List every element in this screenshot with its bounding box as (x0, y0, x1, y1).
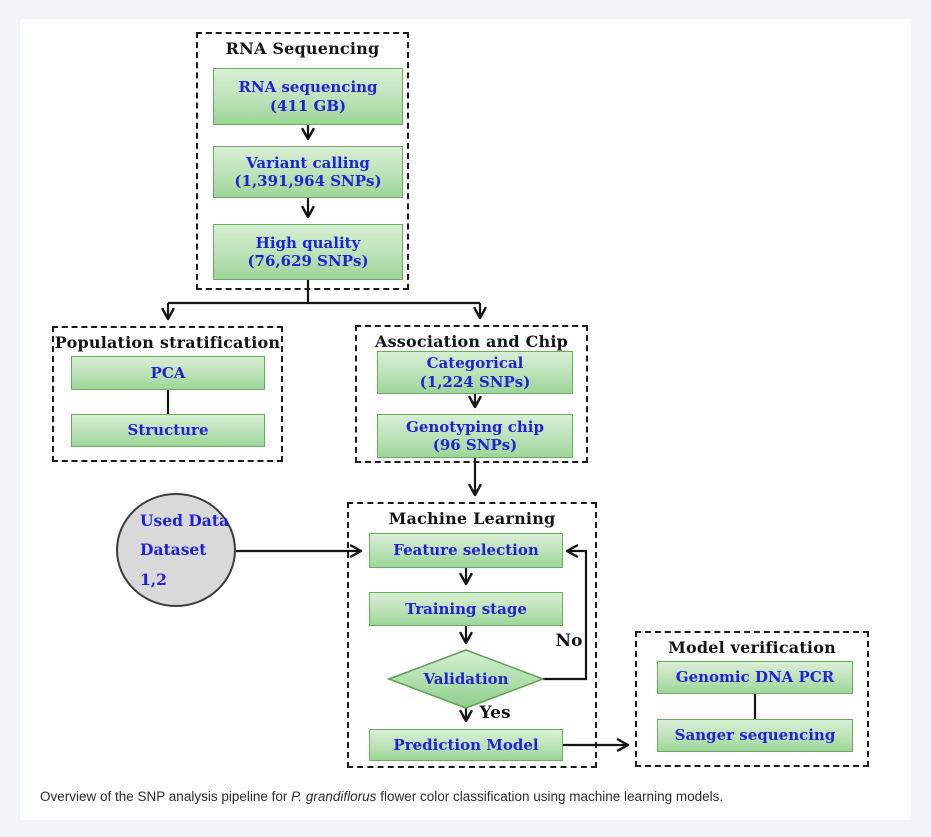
node-sublabel: (76,629 SNPs) (247, 252, 369, 270)
node-structure: Structure (71, 414, 265, 447)
caption-prefix: Overview of the SNP analysis pipeline fo… (40, 789, 292, 804)
node-label: Categorical (426, 354, 524, 373)
node-training-stage: Training stage (369, 592, 563, 626)
node-variant-calling: Variant calling (1,391,964 SNPs) (213, 146, 403, 198)
decision-label-yes: Yes (479, 703, 511, 723)
decision-label-no: No (555, 631, 583, 651)
node-label: Feature selection (393, 541, 539, 560)
node-rna-sequencing: RNA sequencing (411 GB) (213, 68, 403, 125)
caption-suffix: flower color classification using machin… (376, 789, 724, 804)
group-rna-sequencing: RNA Sequencing (196, 32, 409, 290)
node-label: Sanger sequencing (674, 726, 836, 745)
node-sublabel: (1,224 SNPs) (419, 372, 531, 391)
node-prediction-model: Prediction Model (369, 729, 563, 761)
node-label: RNA sequencing (238, 78, 378, 97)
node-categorical: Categorical (1,224 SNPs) (377, 351, 573, 394)
group-title-population-stratification: Population stratification (54, 333, 281, 352)
group-title-model-verification: Model verification (668, 638, 836, 657)
node-high-quality: High quality (76,629 SNPs) (213, 224, 403, 280)
group-title-machine-learning: Machine Learning (388, 509, 556, 528)
node-sublabel: (1,391,964 SNPs) (234, 172, 382, 190)
node-label: Prediction Model (393, 735, 539, 754)
circle-label-line1: Used Data (140, 510, 230, 530)
node-validation: Validation (423, 670, 509, 688)
group-model-verification: Model verification (635, 631, 869, 767)
node-genotyping-chip: Genotyping chip (96 SNPs) (377, 414, 573, 458)
node-genomic-dna-pcr: Genomic DNA PCR (657, 661, 853, 694)
node-sublabel: (411 GB) (269, 96, 347, 115)
figure-caption: Overview of the SNP analysis pipeline fo… (40, 789, 723, 804)
node-label: Structure (127, 421, 209, 440)
node-feature-selection: Feature selection (369, 533, 563, 568)
node-label: Training stage (405, 599, 527, 618)
caption-species-italic: P. grandiflorus (291, 789, 377, 804)
node-label: Genomic DNA PCR (675, 668, 835, 687)
group-title-rna-sequencing: RNA Sequencing (225, 39, 380, 58)
circle-label-line2: Dataset 1,2 (140, 540, 207, 589)
node-sanger-sequencing: Sanger sequencing (657, 719, 853, 752)
group-association-and-chip: Association and Chip (355, 325, 588, 463)
node-label: PCA (150, 363, 186, 382)
node-sublabel: (96 SNPs) (432, 436, 518, 454)
node-label: Variant calling (246, 153, 370, 172)
node-label: Genotyping chip (406, 417, 544, 436)
node-label: High quality (255, 233, 361, 252)
group-title-association-and-chip: Association and Chip (374, 332, 569, 351)
node-pca: PCA (71, 356, 265, 390)
node-used-data-circle: Used Data Dataset 1,2 (116, 493, 236, 607)
group-machine-learning: Machine Learning (347, 502, 597, 768)
group-population-stratification: Population stratification (52, 326, 283, 462)
